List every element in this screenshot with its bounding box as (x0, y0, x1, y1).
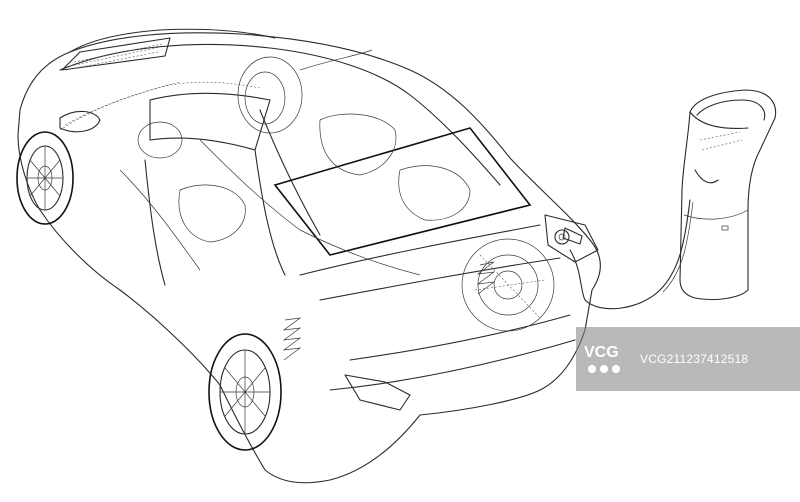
charging-station (679, 89, 777, 301)
watermark-id-text: VCG211237412518 (640, 352, 749, 366)
charging-cable (562, 199, 694, 310)
vcg-logo: VCG (576, 327, 640, 391)
front-wheel (16, 131, 74, 225)
vcg-logo-icon: VCG (584, 344, 620, 373)
watermark-banner: VCG VCG211237412518 (576, 327, 800, 391)
car-wireframe (17, 28, 601, 484)
rear-wheel (208, 333, 282, 451)
svg-text:VCG: VCG (584, 344, 619, 361)
